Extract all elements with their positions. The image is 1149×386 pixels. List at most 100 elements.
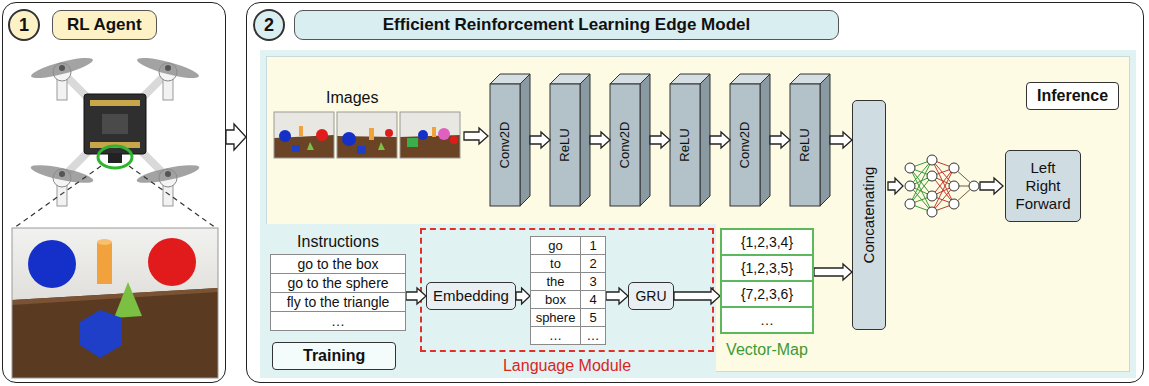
node-text: Efficient Reinforcement Learning Edge Mo… (294, 10, 839, 40)
text-holder: Language Module (420, 356, 714, 376)
relu-layer-block: ReLU (670, 74, 710, 206)
text-holder: Efficient Reinforcement Learning Edge Mo… (294, 10, 839, 40)
text-holder: RL Agent (52, 10, 157, 40)
text-holder: Images (326, 88, 378, 108)
layer-block-face (640, 74, 650, 206)
layer-block-face (790, 84, 820, 206)
instruction-table: Instructionsgo to the boxgo to the spher… (270, 232, 406, 331)
text-holder: … (270, 311, 406, 331)
node-text: fly to the triangle (270, 292, 406, 312)
node-text: Training (272, 342, 396, 370)
node-text: GRU (635, 287, 666, 305)
text-holder: sphere (530, 308, 581, 327)
text-holder: 3 (580, 272, 606, 291)
node-text: Instructions (270, 232, 406, 252)
training-region: TrainingInstructionsgo to the boxgo to t… (260, 224, 716, 378)
node-text: Concatenating (860, 167, 878, 264)
gru-box: GRU (628, 282, 674, 310)
layer-block-face (760, 74, 770, 206)
text-holder: GRU (629, 283, 673, 309)
text-holder: Inference (1026, 82, 1119, 110)
image-label: Images (326, 88, 378, 108)
conv-layer-block: Conv2D (730, 74, 770, 206)
node-text: … (270, 311, 406, 331)
node-text: Vector-Map (720, 340, 814, 360)
node-text: to (530, 254, 581, 273)
model-panel: 2 Efficient Reinforcement Learning Edge M… (246, 2, 1144, 383)
text-holder: {7,2,3,6} (720, 280, 814, 308)
node-text: 3 (580, 272, 606, 291)
node-text: {1,2,3,5} (720, 254, 814, 282)
concat-box: Concatenating (852, 100, 886, 330)
node-text: 5 (580, 308, 606, 327)
embedding-box: Embedding (426, 282, 516, 310)
node-text: Language Module (420, 356, 714, 376)
text-holder: {1,2,3,4} (720, 228, 814, 256)
text-holder: 1 (8, 9, 40, 41)
node-text: go to the box (270, 254, 406, 274)
text-holder: the (530, 272, 581, 291)
node-text: ReLU (797, 128, 813, 161)
node-text: Conv2D (617, 122, 633, 169)
node-text: sphere (530, 308, 581, 327)
text-holder: 1 (580, 236, 606, 255)
node-text: … (580, 326, 606, 345)
conv-layer-block: Conv2D (610, 74, 650, 206)
node-text: Conv2D (737, 122, 753, 169)
relu-layer-block: ReLU (550, 74, 590, 206)
text-holder: to (530, 254, 581, 273)
relu-layer-block: ReLU (790, 74, 830, 206)
text-holder: Left Right Forward (1006, 151, 1080, 221)
text-holder: {1,2,3,5} (720, 254, 814, 282)
node-text: Inference (1026, 82, 1119, 110)
vector-map-box: {1,2,3,4}{1,2,3,5}{7,2,3,6}… Vector-Map (720, 228, 814, 368)
text-holder: 4 (580, 290, 606, 309)
conv-layer-block: Conv2D (490, 74, 530, 206)
text-holder: 5 (580, 308, 606, 327)
node-text: box (530, 290, 581, 309)
text-holder: fly to the triangle (270, 292, 406, 312)
node-text: Left Right Forward (1013, 159, 1073, 213)
node-text: go (530, 236, 581, 255)
layer-block-face (820, 74, 830, 206)
text-holder: go (530, 236, 581, 255)
layer-block-face (730, 84, 760, 206)
flow-arrow (226, 124, 246, 150)
node-text: {1,2,3,4} (720, 228, 814, 256)
node-text: ReLU (677, 128, 693, 161)
node-text: 4 (580, 290, 606, 309)
node-text: 2 (253, 9, 285, 41)
text-holder: Instructions (270, 232, 406, 252)
text-holder: Training (272, 342, 396, 370)
text-holder: … (580, 326, 606, 345)
node-text: … (720, 306, 814, 334)
action-box: Left Right Forward (1005, 150, 1081, 222)
agent-panel: 1 RL Agent (2, 2, 226, 383)
text-holder: … (530, 326, 581, 345)
text-holder: 2 (253, 9, 285, 41)
text-holder: … (720, 306, 814, 334)
node-text: … (530, 326, 581, 345)
node-text: Conv2D (497, 122, 513, 169)
text-holder: Vector-Map (720, 340, 814, 360)
text-holder: box (530, 290, 581, 309)
node-text: Embedding (433, 287, 509, 305)
node-text: 1 (580, 236, 606, 255)
layer-block-face (700, 74, 710, 206)
text-holder: go to the box (270, 254, 406, 274)
text-holder: 2 (580, 254, 606, 273)
vocab-table: go1to2the3box4sphere5…… (530, 236, 606, 345)
node-text: {7,2,3,6} (720, 280, 814, 308)
layer-block-face (550, 84, 580, 206)
layer-block-face (610, 84, 640, 206)
layer-block-face (670, 84, 700, 206)
node-text: RL Agent (52, 10, 157, 40)
node-text: go to the sphere (270, 273, 406, 293)
layer-block-face (490, 84, 520, 206)
text-holder: go to the sphere (270, 273, 406, 293)
node-text: 2 (580, 254, 606, 273)
node-text: ReLU (557, 128, 573, 161)
node-text: 1 (8, 9, 40, 41)
layer-block-face (520, 74, 530, 206)
